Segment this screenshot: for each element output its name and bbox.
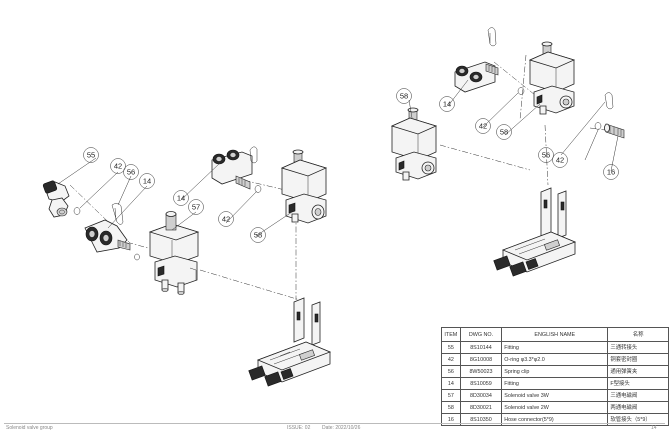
bom-english-name: Fitting [501, 341, 609, 354]
bom-header-row: ITEM DWG NO. ENGLISH NAME 名称 [441, 327, 669, 342]
bom-chinese-name: 两通电磁阀 [607, 401, 669, 414]
balloon-42-left: 42 [110, 158, 126, 174]
table-row: 42 8G10008 O-ring φ3.3*φ2.0 铜套密封圈 [441, 353, 669, 366]
bom-item: 42 [441, 353, 461, 366]
solenoid-valve-58-right-top-part [528, 41, 576, 115]
balloon-14-left-a: 14 [139, 173, 155, 189]
balloon-55: 55 [83, 147, 99, 163]
svg-text:57: 57 [192, 203, 200, 212]
svg-text:14: 14 [143, 177, 151, 186]
bom-chinese-name: 软管接头（5*9） [607, 413, 669, 426]
bom-item: 14 [441, 377, 461, 390]
table-row: 14 8S10059 Fitting F型接头 [441, 377, 669, 390]
footer-divider [4, 423, 665, 424]
svg-text:14: 14 [443, 100, 451, 109]
bom-chinese-name: 通用弹簧夹 [607, 365, 669, 378]
balloon-56-right: 56 [538, 147, 554, 163]
bom-item: 56 [441, 365, 461, 378]
balloon-42-right-b: 42 [552, 152, 568, 168]
bom-dwg-no: 8D30021 [459, 401, 503, 414]
o-ring-42-right-top-part [517, 87, 525, 95]
solenoid-valve-58-right-left-part [390, 107, 438, 181]
bracket-right-part [493, 187, 577, 277]
svg-text:42: 42 [556, 156, 564, 165]
bom-item: 55 [441, 341, 461, 354]
bom-chinese-name: 三通电磁阀 [607, 389, 669, 402]
fitting-14-lower-part [84, 219, 131, 253]
balloon-42-mid: 42 [218, 211, 234, 227]
balloon-14-left-b: 14 [173, 190, 189, 206]
fitting-14-right-part [454, 61, 499, 93]
bom-english-name: Spring clip [501, 365, 609, 378]
spring-clip-56-part [111, 203, 124, 225]
bom-english-name: O-ring φ3.3*φ2.0 [501, 353, 609, 366]
svg-text:55: 55 [87, 151, 95, 160]
o-ring-42-part [73, 207, 81, 215]
balloon-57: 57 [188, 199, 204, 215]
balloon-16: 16 [603, 164, 619, 180]
left-center-lines [69, 174, 301, 301]
bom-item: 58 [441, 401, 461, 414]
bom-header-chinese-name: 名称 [607, 327, 669, 342]
svg-text:42: 42 [479, 122, 487, 131]
table-row: 55 8S10144 Fitting 三通转接头 [441, 341, 669, 354]
leader-lines [57, 79, 619, 237]
solenoid-valve-58-left-part [280, 149, 328, 224]
balloon-42-right-a: 42 [475, 118, 491, 134]
bom-dwg-no: 8S10059 [459, 377, 503, 390]
balloon-14-right: 14 [439, 96, 455, 112]
bom-header-item: ITEM [441, 327, 461, 342]
table-row: 57 8D30034 Solenoid valve 3W 三通电磁阀 [441, 389, 669, 402]
bom-dwg-no: 8D30034 [459, 389, 503, 402]
footer-title: Solenoid valve group [6, 425, 53, 431]
bom-dwg-no: 8W50023 [459, 365, 503, 378]
svg-text:56: 56 [127, 168, 135, 177]
bom-chinese-name: F型接头 [607, 377, 669, 390]
bom-item: 16 [441, 413, 461, 426]
svg-text:58: 58 [254, 231, 262, 240]
bom-chinese-name: 三通转接头 [607, 341, 669, 354]
hose-connector-16-part [604, 123, 625, 139]
solenoid-valve-57-part [148, 211, 200, 295]
svg-text:42: 42 [114, 162, 122, 171]
bom-dwg-no: 8S10350 [459, 413, 503, 426]
svg-text:42: 42 [222, 215, 230, 224]
balloon-58-left: 58 [250, 227, 266, 243]
svg-text:58: 58 [500, 128, 508, 137]
svg-text:14: 14 [177, 194, 185, 203]
bom-english-name: Solenoid valve 2W [501, 401, 609, 414]
o-ring-42-right-part [594, 122, 602, 130]
svg-text:56: 56 [542, 151, 550, 160]
bom-item: 57 [441, 389, 461, 402]
balloon-56-left: 56 [123, 164, 139, 180]
bom-english-name: Fitting [501, 377, 609, 390]
fitting-14-upper-part [211, 146, 258, 190]
o-ring-left-small-part [134, 253, 140, 261]
footer-date: Date: 2022/10/26 [322, 425, 361, 431]
bom-header-dwg: DWG NO. [459, 327, 503, 342]
balloon-58-right-b: 58 [496, 124, 512, 140]
bom-header-english-name: ENGLISH NAME [501, 327, 609, 342]
bom-dwg-no: 8G10008 [459, 353, 503, 366]
bom-dwg-no: 8S10144 [459, 341, 503, 354]
bom-chinese-name: 铜套密封圈 [607, 353, 669, 366]
table-row: 16 8S10350 Hose connector(5*9) 软管接头（5*9） [441, 413, 669, 426]
table-row: 58 8D30021 Solenoid valve 2W 两通电磁阀 [441, 401, 669, 414]
spring-clip-56-right-part [604, 92, 614, 110]
bom-english-name: Solenoid valve 3W [501, 389, 609, 402]
bom-english-name: Hose connector(5*9) [501, 413, 609, 426]
spring-clip-right-top-part [487, 27, 497, 47]
bracket-left-part [248, 297, 332, 387]
o-ring-42-mid-part [254, 185, 262, 193]
bill-of-materials-table: ITEM DWG NO. ENGLISH NAME 名称 55 8S10144 … [441, 327, 669, 426]
footer-issue: ISSUE: 02 [287, 425, 311, 431]
svg-text:58: 58 [400, 92, 408, 101]
balloon-58-right-a: 58 [396, 88, 412, 104]
table-row: 56 8W50023 Spring clip 通用弹簧夹 [441, 365, 669, 378]
fitting-55-part [42, 180, 70, 218]
svg-text:16: 16 [607, 168, 615, 177]
footer-page-number: 14 [651, 425, 657, 431]
